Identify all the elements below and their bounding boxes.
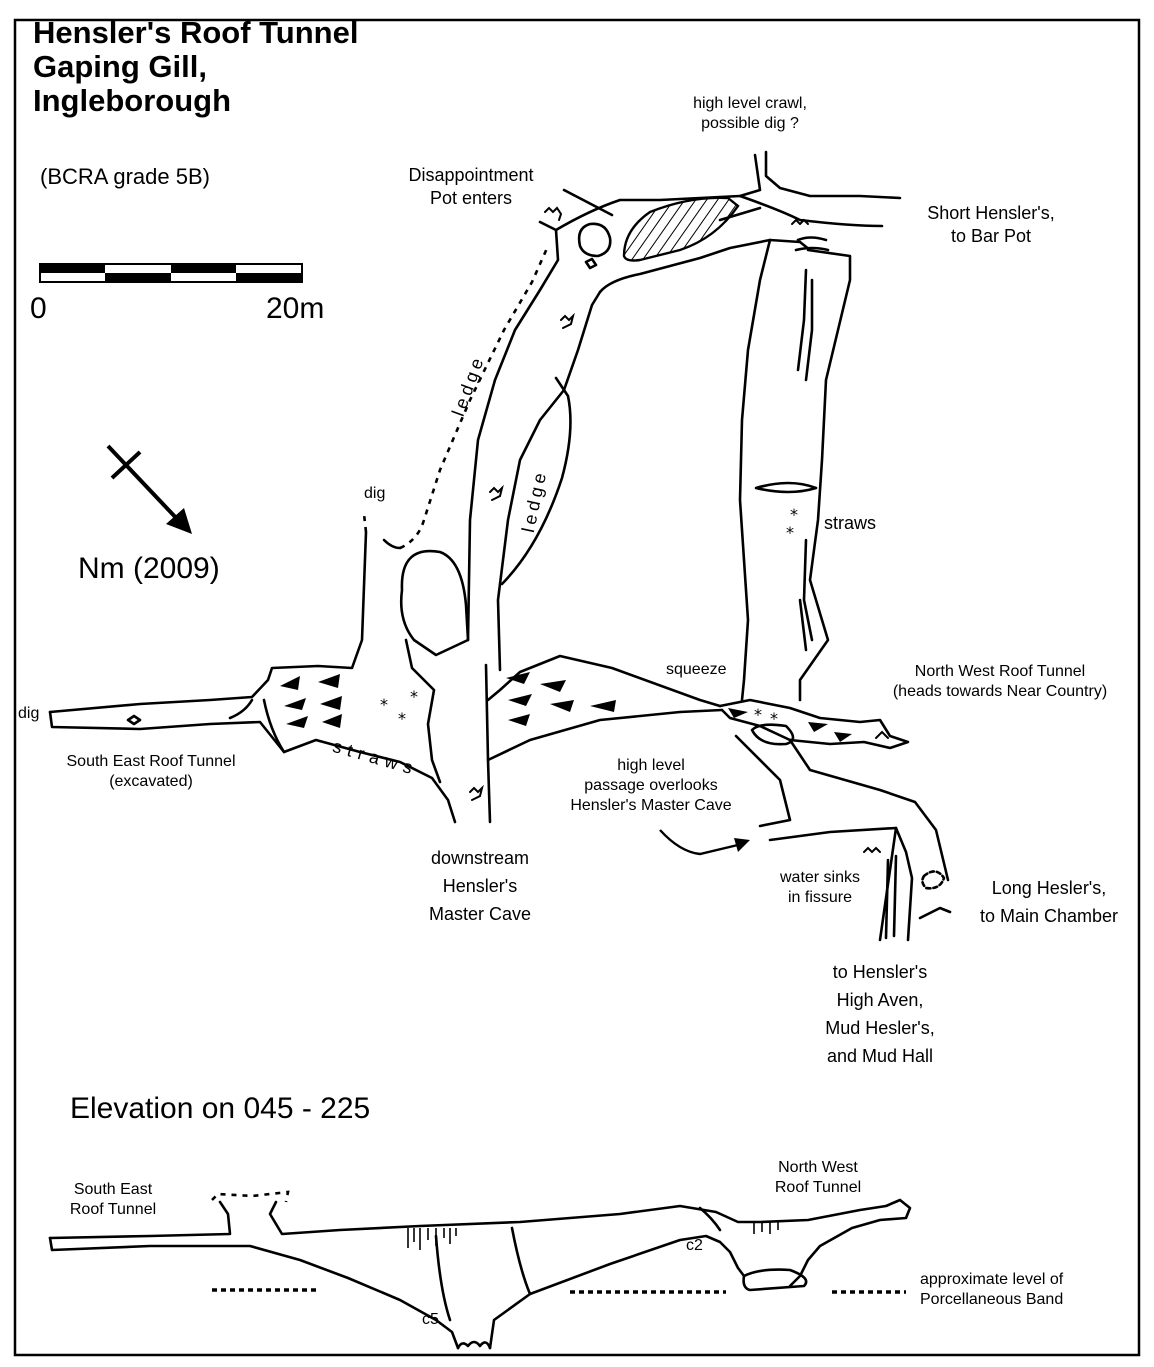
label-line: Disappointment [408, 165, 534, 185]
svg-text:*: * [380, 695, 388, 714]
label-line: Short Hensler's, [927, 203, 1055, 223]
label-straws-right: straws [824, 513, 877, 533]
label-line: approximate level of [920, 1271, 1064, 1288]
label-south-east-roof-tunnel: South East Roof Tunnel (excavated) [46, 752, 256, 792]
elevation-straws [407, 1222, 779, 1250]
label-line: Roof Tunnel [69, 1201, 157, 1218]
title-line-2: Gaping Gill, [33, 49, 207, 84]
label-line: (heads towards Near Country) [892, 683, 1108, 700]
label-line: to Hensler's [832, 962, 928, 982]
label-north-west-roof-tunnel: North West Roof Tunnel (heads towards Ne… [860, 662, 1140, 702]
scale-start-label: 0 [30, 292, 47, 325]
label-line: High Aven, [836, 990, 924, 1010]
svg-text:*: * [770, 709, 778, 728]
plan-passage-walls [48, 150, 952, 942]
overlook-arrow [659, 829, 743, 856]
label-line: North West Roof Tunnel [914, 663, 1086, 680]
label-dig-left: dig [18, 705, 40, 722]
label-squeeze: squeeze [666, 661, 727, 678]
label-elevation-north-west: North West Roof Tunnel [758, 1158, 878, 1198]
svg-text:*: * [790, 505, 798, 524]
label-line: Pot enters [429, 187, 513, 208]
label-high-aven: to Hensler's High Aven, Mud Hesler's, an… [796, 958, 964, 1070]
label-line: Long Hesler's, [991, 878, 1107, 898]
label-line: Porcellaneous Band [920, 1291, 1064, 1308]
label-line: North West [778, 1159, 858, 1176]
label-long-heslers: Long Hesler's, to Main Chamber [962, 874, 1136, 930]
hatched-boulder-zone [622, 196, 740, 262]
straws-symbols: * * * * * * * [380, 505, 798, 728]
label-line: possible dig ? [701, 115, 799, 132]
label-downstream-master-cave: downstream Hensler's Master Cave [400, 844, 560, 928]
map-frame [13, 18, 1141, 1357]
label-line: Hensler's Master Cave [570, 797, 732, 814]
map-title: Hensler's Roof Tunnel Gaping Gill, Ingle… [33, 16, 358, 118]
label-c5: c5 [422, 1311, 439, 1328]
elevation-section [48, 1198, 912, 1350]
label-water-sinks: water sinks in fissure [762, 868, 878, 908]
label-line: high level crawl, [693, 95, 807, 112]
bcra-grade: (BCRA grade 5B) [40, 164, 210, 189]
svg-text:*: * [410, 687, 418, 706]
magnetic-north-arrow-icon [106, 444, 192, 534]
label-elevation-south-east: South East Roof Tunnel [54, 1180, 172, 1220]
stream-flow-symbols [469, 206, 889, 854]
label-short-henslers: Short Hensler's, to Bar Pot [906, 202, 1076, 247]
label-porcellaneous-band: approximate level of Porcellaneous Band [920, 1270, 1063, 1310]
label-line: Mud Hesler's, [825, 1018, 935, 1038]
label-line: Master Cave [428, 904, 532, 924]
north-label: Nm (2009) [78, 552, 220, 585]
label-line: in fissure [787, 889, 853, 906]
scale-end-label: 20m [266, 292, 325, 325]
label-disappointment-pot: Disappointment Pot enters [386, 164, 556, 209]
elevation-title: Elevation on 045 - 225 [70, 1092, 371, 1125]
title-line-3: Ingleborough [33, 83, 232, 118]
label-high-level-crawl: high level crawl, possible dig ? [660, 94, 840, 134]
label-line: high level [617, 757, 685, 774]
dashed-passage-lines [211, 245, 550, 1203]
slope-triangles [280, 672, 852, 742]
label-line: South East [73, 1181, 153, 1198]
svg-text:*: * [754, 705, 762, 724]
label-line: Hensler's [442, 876, 518, 896]
label-line: to Main Chamber [979, 906, 1119, 926]
label-line: passage overlooks [584, 777, 718, 794]
label-line: downstream [430, 848, 530, 868]
label-line: South East Roof Tunnel [66, 753, 236, 770]
label-line: (excavated) [109, 773, 193, 790]
title-line-1: Hensler's Roof Tunnel [33, 15, 359, 50]
label-c2: c2 [686, 1237, 703, 1254]
label-line: and Mud Hall [826, 1046, 934, 1066]
label-line: to Bar Pot [950, 225, 1032, 246]
label-dig-top: dig [364, 485, 386, 502]
svg-text:*: * [786, 523, 794, 542]
porcellaneous-band-lines [212, 1288, 906, 1294]
label-line: water sinks [779, 869, 861, 886]
scale-bar [39, 263, 303, 283]
svg-text:*: * [398, 709, 406, 728]
overlook-arrowhead [734, 838, 750, 852]
label-high-level-passage: high level passage overlooks Hensler's M… [546, 756, 756, 816]
label-line: Roof Tunnel [774, 1179, 862, 1196]
